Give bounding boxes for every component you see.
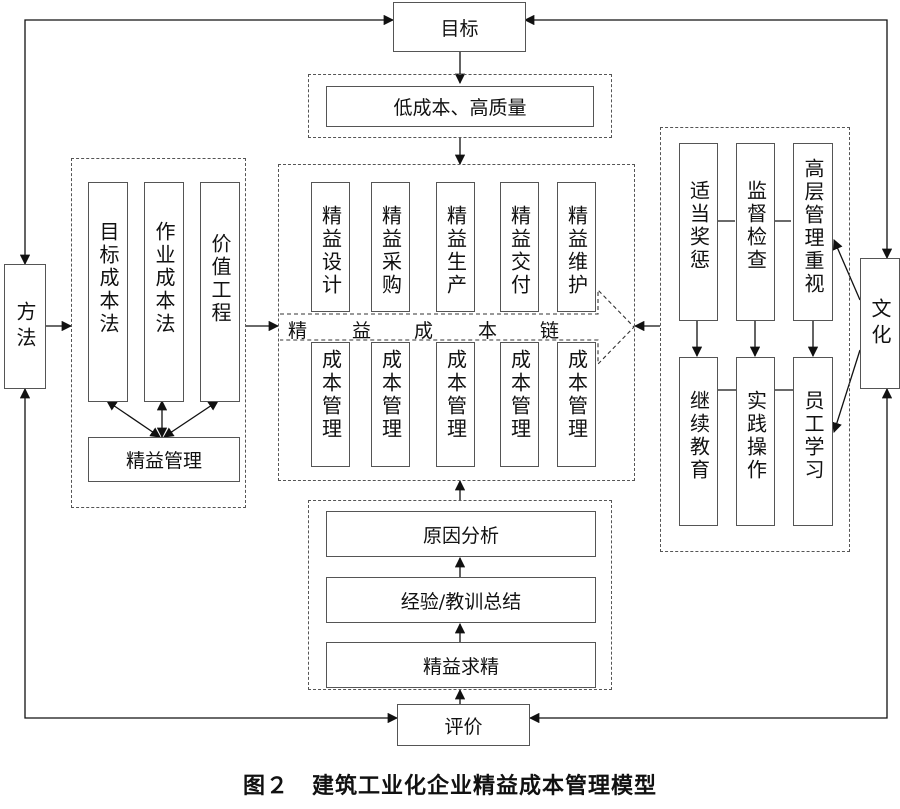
top-management-box: 高层管理重视 <box>793 143 833 321</box>
experience-summary-box: 经验/教训总结 <box>326 577 596 623</box>
value-engineering-box: 价值工程 <box>200 182 240 402</box>
continuing-education-label: 继续教育 <box>686 390 711 482</box>
cost-management-box-4: 成本管理 <box>500 342 539 467</box>
arrow-lean-mgmt-value <box>163 400 219 438</box>
cost-management-label-5: 成本管理 <box>564 349 589 441</box>
lean-excellence-box: 精益求精 <box>326 642 596 688</box>
target-cost-label: 目标成本法 <box>96 221 120 336</box>
low-cost-high-quality-label: 低成本、高质量 <box>393 97 527 119</box>
staff-learning-label: 员工学习 <box>801 390 825 482</box>
culture-dashed-group <box>660 127 850 552</box>
goal-dashed-group <box>308 74 612 138</box>
lean-chain-dashed-group <box>278 164 635 481</box>
low-cost-high-quality-box: 低成本、高质量 <box>326 86 594 127</box>
arrow-eval-method <box>19 387 399 724</box>
cost-management-box-5: 成本管理 <box>557 342 596 467</box>
activity-cost-box: 作业成本法 <box>144 182 184 402</box>
cost-management-label-2: 成本管理 <box>378 349 403 441</box>
method-box: 方法 <box>4 264 46 389</box>
lean-production-box: 精益生产 <box>436 182 475 312</box>
experience-summary-label: 经验/教训总结 <box>400 590 522 613</box>
lean-management-box: 精益管理 <box>88 437 240 482</box>
continuing-education-box: 继续教育 <box>679 357 718 526</box>
reward-label: 适当奖惩 <box>686 180 711 272</box>
arrow-eval-culture <box>528 387 893 724</box>
cost-management-box-1: 成本管理 <box>311 342 350 467</box>
arrow-culture-to-staff <box>831 349 861 433</box>
cost-management-box-2: 成本管理 <box>371 342 410 467</box>
arrow-goal-method <box>19 14 395 266</box>
goal-box: 目标 <box>393 2 526 52</box>
method-label: 方法 <box>13 300 37 353</box>
evaluation-label: 评价 <box>444 715 483 738</box>
arrow-lean-mgmt-target <box>106 400 161 438</box>
lean-management-label: 精益管理 <box>125 450 202 472</box>
lean-production-label: 精益生产 <box>443 205 468 297</box>
chain-char-5: 链 <box>540 320 560 342</box>
reward-box: 适当奖惩 <box>679 143 718 321</box>
evaluation-box: 评价 <box>397 704 530 746</box>
target-cost-box: 目标成本法 <box>88 182 128 402</box>
goal-label: 目标 <box>440 17 479 40</box>
lean-purchase-box: 精益采购 <box>371 182 410 312</box>
figure-caption: 图２ 建筑工业化企业精益成本管理模型 <box>242 774 657 799</box>
cost-management-label-4: 成本管理 <box>507 349 532 441</box>
staff-learning-box: 员工学习 <box>793 357 833 526</box>
supervision-box: 监督检查 <box>736 143 775 321</box>
practice-label: 实践操作 <box>743 390 768 482</box>
cost-management-label-1: 成本管理 <box>318 349 343 441</box>
practice-box: 实践操作 <box>736 357 775 526</box>
arrow-culture-to-top <box>832 239 861 301</box>
culture-label: 文化 <box>868 297 892 350</box>
evaluation-dashed-group <box>308 500 612 690</box>
value-engineering-label: 价值工程 <box>208 233 232 325</box>
activity-cost-label: 作业成本法 <box>152 221 176 336</box>
culture-box: 文化 <box>860 258 900 389</box>
cost-management-box-3: 成本管理 <box>436 342 475 467</box>
lean-maintenance-box: 精益维护 <box>557 182 596 312</box>
lean-delivery-box: 精益交付 <box>500 182 539 312</box>
arrow-goal-culture <box>523 14 893 260</box>
lean-design-box: 精益设计 <box>311 182 350 312</box>
lean-excellence-label: 精益求精 <box>422 655 499 678</box>
chain-char-3: 成 <box>414 320 434 342</box>
chain-char-4: 本 <box>478 320 498 342</box>
lean-design-label: 精益设计 <box>318 205 343 297</box>
cost-management-label-3: 成本管理 <box>443 349 468 441</box>
method-dashed-group <box>71 158 246 508</box>
cause-analysis-box: 原因分析 <box>326 511 596 557</box>
supervision-label: 监督检查 <box>743 180 768 272</box>
lean-delivery-label: 精益交付 <box>507 205 532 297</box>
chain-char-1: 精 <box>288 320 308 342</box>
lean-purchase-label: 精益采购 <box>378 205 403 297</box>
lean-maintenance-label: 精益维护 <box>564 205 589 297</box>
chain-char-2: 益 <box>352 320 372 342</box>
cause-analysis-label: 原因分析 <box>422 524 499 547</box>
top-management-label: 高层管理重视 <box>801 158 825 296</box>
